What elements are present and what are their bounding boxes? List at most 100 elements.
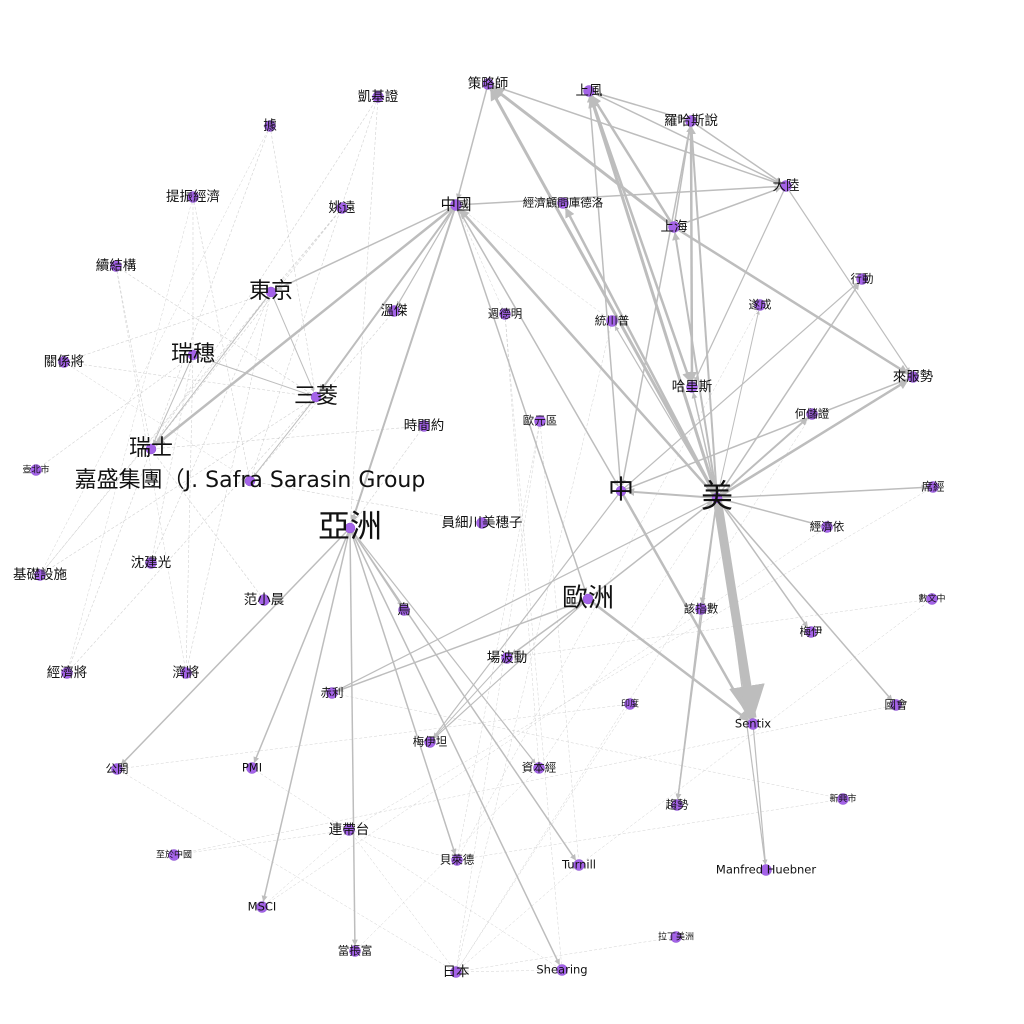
node-dot: [670, 931, 682, 943]
node-label: 關係將: [44, 354, 85, 370]
node-dot: [685, 115, 697, 127]
node-jingjijiang[interactable]: 經濟將: [47, 665, 88, 681]
node-chili[interactable]: 赤利: [321, 686, 344, 700]
edge-xujigou-sanling: [115, 265, 312, 394]
node-dongjing[interactable]: 東京: [249, 279, 293, 304]
node-qushi[interactable]: 趨勢: [666, 798, 689, 812]
node-dot: [168, 849, 180, 861]
node-jiasheng[interactable]: 嘉盛集團（J. Safra Sarasin Group: [75, 468, 426, 493]
node-yindu[interactable]: 印度: [621, 698, 639, 710]
edge-mei-zhongguo: [459, 208, 718, 499]
node-suiding[interactable]: 席經: [922, 480, 945, 494]
node-meiyitan[interactable]: 梅伊坦: [413, 735, 448, 749]
node-liandaitai[interactable]: 連帶台: [329, 822, 370, 838]
node-shanghai[interactable]: 上海: [661, 219, 688, 235]
edge-zhong-xingdong: [620, 282, 858, 492]
node-ruishi[interactable]: 瑞士: [129, 436, 173, 461]
node-xingdong[interactable]: 行動: [851, 272, 874, 286]
node-dot: [256, 901, 268, 913]
node-dangzhenfu[interactable]: 當掁富: [338, 944, 373, 958]
node-jichu[interactable]: 基礎設施: [13, 566, 67, 583]
edge-shanghai-shangfeng: [591, 95, 676, 228]
node-zhongguo[interactable]: 中國: [440, 196, 471, 214]
node-label: 統川普: [595, 314, 630, 328]
node-zhiguo[interactable]: 至於中國: [156, 849, 192, 861]
node-label: 席經: [922, 480, 945, 494]
node-shenjianguang[interactable]: 沈建光: [131, 555, 172, 571]
node-ouyuanqu[interactable]: 歐元區: [523, 414, 558, 428]
node-manfred[interactable]: Manfred Huebner: [716, 863, 816, 877]
node-wu[interactable]: 鳥: [397, 602, 411, 618]
node-label: 數文中: [918, 593, 945, 605]
node-yazhou[interactable]: 亞洲: [318, 507, 382, 545]
node-dot: [671, 799, 683, 811]
node-fanxiaochen[interactable]: 范小晨: [244, 592, 285, 608]
node-ruisui[interactable]: 瑞穗: [171, 342, 215, 367]
edge-mei-hefei: [716, 417, 809, 499]
edge-mei-guohui: [716, 497, 893, 701]
edge-shijianyue-yazhou: [353, 425, 425, 524]
node-jingji_gw[interactable]: 經濟顧問庫德洛: [523, 196, 604, 210]
node-dot: [805, 626, 817, 638]
node-zhong[interactable]: 中: [608, 476, 634, 506]
node-kaiji[interactable]: 凱基證: [358, 88, 399, 105]
edge-yazhou-beilaide: [349, 527, 457, 855]
node-zhoudeming[interactable]: 週德明: [488, 307, 523, 321]
node-ouzhou[interactable]: 歐洲: [562, 584, 614, 614]
node-riben[interactable]: 日本: [443, 964, 470, 980]
node-ladingmeizhou[interactable]: 拉丁美洲: [658, 931, 694, 943]
node-guanxijiang[interactable]: 關係將: [44, 354, 85, 370]
node-wenjie[interactable]: 溫傑: [381, 303, 408, 319]
edge-tongchuanpu-riben: [457, 320, 613, 967]
node-pmi[interactable]: PMI: [242, 761, 262, 775]
node-xujigou[interactable]: 續結構: [96, 258, 137, 274]
node-label: 日本: [443, 964, 470, 980]
node-sanling[interactable]: 三菱: [294, 384, 338, 409]
node-beilaide[interactable]: 貝萊德: [440, 853, 475, 867]
node-dot: [264, 120, 276, 132]
node-tizhen[interactable]: 提振經濟: [166, 189, 220, 205]
node-ju[interactable]: 據: [263, 118, 277, 134]
node-shijianyue[interactable]: 時間約: [404, 418, 445, 434]
node-sentix[interactable]: Sentix: [735, 717, 771, 731]
node-shearing[interactable]: Shearing: [536, 963, 587, 977]
node-turnill[interactable]: Turnill: [561, 858, 596, 872]
node-msci[interactable]: MSCI: [248, 900, 277, 914]
node-hali[interactable]: 哈里斯: [672, 379, 713, 395]
node-tongchuanpu[interactable]: 統川普: [595, 314, 630, 328]
node-label: 連帶台: [329, 822, 370, 838]
node-suocheng[interactable]: 遂成: [749, 298, 772, 312]
node-hefei[interactable]: 何儲證: [795, 407, 830, 421]
node-dot: [344, 522, 356, 534]
node-gongkai[interactable]: 公開: [106, 762, 129, 776]
node-guohui[interactable]: 國會: [885, 698, 908, 712]
node-label: 美: [701, 477, 733, 515]
node-celue[interactable]: 策略師: [468, 75, 509, 92]
node-dot: [606, 315, 618, 327]
node-shangfeng[interactable]: 上風: [576, 83, 604, 99]
node-taobeishi[interactable]: 壺北市: [22, 464, 50, 476]
edge-changbodong-meiyitan: [433, 657, 508, 738]
node-yuanxi[interactable]: 員細川美穗子: [442, 515, 523, 531]
node-label: 范小晨: [244, 592, 285, 608]
node-dalu[interactable]: 大陸: [773, 178, 800, 194]
node-meiyi[interactable]: 梅伊: [800, 625, 823, 639]
node-xinzhong[interactable]: 數文中: [918, 593, 946, 605]
node-mei[interactable]: 美: [701, 477, 733, 515]
edge-layer: [35, 83, 934, 973]
node-gaizhishu[interactable]: 該指數: [684, 602, 719, 616]
node-jijiang[interactable]: 濟將: [173, 665, 200, 681]
edge-xinshi-beilaide: [462, 798, 844, 860]
node-luoha[interactable]: 羅哈斯說: [664, 112, 718, 129]
node-zibenjing[interactable]: 資本經: [522, 761, 557, 775]
node-label: 國會: [885, 698, 908, 712]
node-yaoyuan[interactable]: 姚遠: [329, 200, 356, 216]
node-xinshi[interactable]: 新興市: [829, 793, 857, 805]
node-laifu[interactable]: 來服勢: [893, 369, 934, 385]
edge-suiding-liandaitai: [354, 486, 934, 828]
edge-zhoudeming-zhongguo: [458, 210, 506, 315]
node-changbodong[interactable]: 場波動: [487, 650, 528, 666]
node-label: 何儲證: [795, 407, 830, 421]
node-jingjiyi[interactable]: 經濟依: [810, 520, 845, 534]
